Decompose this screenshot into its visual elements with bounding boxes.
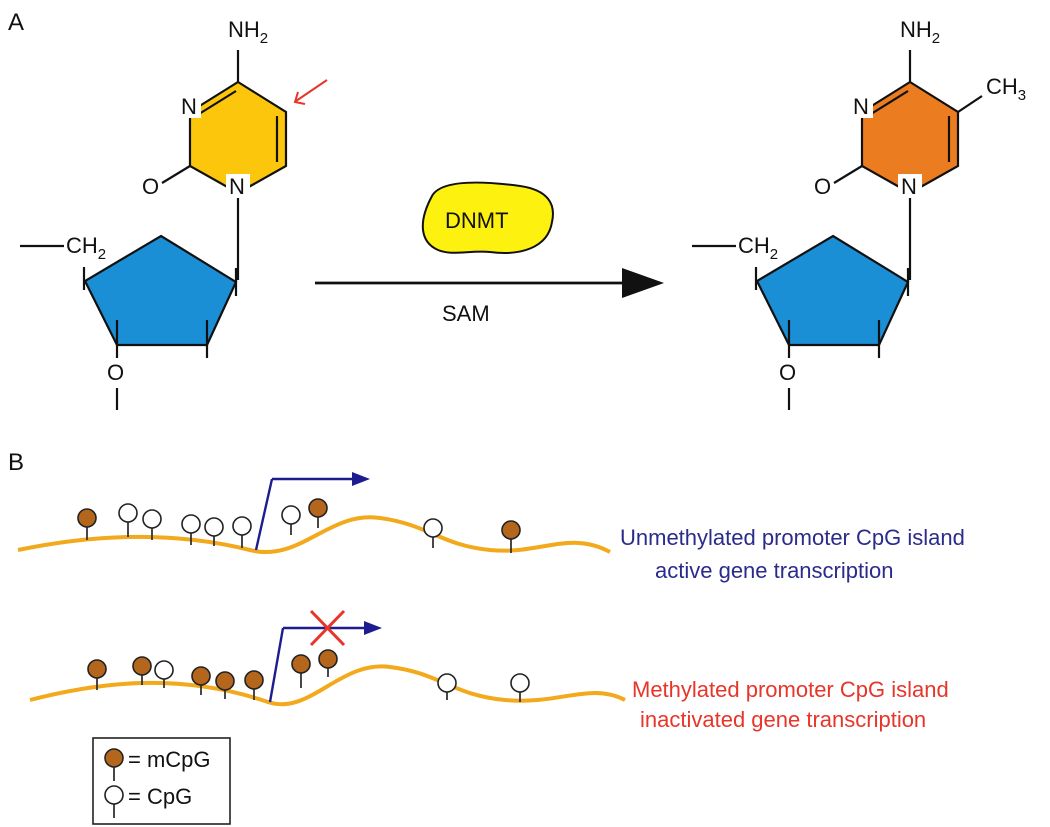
methyl-group-label: CH3: [986, 74, 1026, 104]
ch2-label: CH2: [66, 233, 106, 263]
legend: = mCpG = CpG: [92, 737, 231, 825]
methylated-cpg-site: [291, 654, 311, 688]
transcription-blocked-x-icon: [309, 609, 346, 647]
methylated-cpg-site: [77, 508, 97, 540]
ring-nitrogen-top: N: [181, 94, 197, 119]
bottom-caption-line1: Methylated promoter CpG island: [632, 677, 949, 702]
cytosine-nucleotide: NH2 N N O CH2 O: [20, 17, 328, 410]
panel-a-label: A: [8, 9, 24, 36]
methylated-cpg-site: [215, 671, 235, 699]
transcription-start-stem: [254, 478, 274, 551]
sugar-oxygen: O: [107, 360, 124, 385]
methylcytosine-nucleotide: NH2 CH3 N N O CH2 O: [692, 17, 1026, 410]
amine-label: NH2: [228, 17, 268, 47]
methylated-cpg-site: [132, 656, 152, 685]
unmethylated-cpg-site: [437, 673, 457, 700]
carbonyl-oxygen: O: [814, 174, 831, 199]
methylated-cpg-site: [318, 649, 338, 677]
unmethylated-cpg-site: [142, 509, 162, 540]
cpg-site-group: [77, 498, 521, 553]
methylation-site-arrow: [295, 79, 328, 102]
bottom-caption-line2: inactivated gene transcription: [640, 707, 926, 732]
unmethylated-promoter-row: Unmethylated promoter CpG island active …: [17, 472, 965, 583]
unmethylated-cpg-site: [154, 660, 174, 688]
carbonyl-oxygen: O: [142, 174, 159, 199]
unmethylated-cpg-site: [281, 505, 301, 535]
reaction-arrow-head: [622, 268, 664, 298]
sam-label: SAM: [442, 301, 490, 326]
methylated-cpg-site: [501, 520, 521, 553]
methylation-site-arrowhead: [293, 91, 306, 105]
sugar-oxygen: O: [779, 360, 796, 385]
ring-nitrogen-bottom: N: [229, 174, 245, 199]
unmethylated-cpg-site: [204, 517, 224, 546]
transcription-start-stem: [268, 627, 285, 703]
transcription-arrow-head: [364, 621, 382, 635]
methylation-reaction: DNMT SAM: [315, 181, 664, 326]
unmethylated-cpg-site: [118, 503, 138, 537]
deoxyribose-sugar: [83, 234, 238, 347]
methylated-promoter-row: Methylated promoter CpG island inactivat…: [29, 609, 949, 732]
unmethylated-cpg-legend-icon: [104, 785, 124, 818]
unmethylated-cpg-site: [181, 514, 201, 545]
unmethylated-cpg-site: [423, 518, 443, 548]
methylated-cpg-site: [308, 498, 328, 528]
dna-strand: [17, 515, 611, 554]
legend-cpg-label: = CpG: [128, 784, 192, 809]
transcription-arrow-head: [352, 472, 370, 486]
unmethylated-cpg-site: [510, 673, 530, 702]
amine-label: NH2: [900, 17, 940, 47]
dna-strand: [29, 664, 626, 707]
legend-mcpg-label: = mCpG: [128, 747, 211, 772]
ch2-label: CH2: [738, 233, 778, 263]
methylated-cpg-site: [191, 666, 211, 695]
dnmt-label: DNMT: [445, 208, 509, 233]
methylated-cpg-legend-icon: [104, 748, 124, 781]
deoxyribose-sugar: [755, 234, 910, 347]
ring-nitrogen-bottom: N: [901, 174, 917, 199]
top-caption-line1: Unmethylated promoter CpG island: [620, 525, 965, 550]
panel-b-label: B: [8, 449, 24, 476]
unmethylated-cpg-site: [232, 516, 252, 548]
methylated-cpg-site: [244, 670, 264, 700]
top-caption-line2: active gene transcription: [655, 558, 893, 583]
ring-nitrogen-top: N: [853, 94, 869, 119]
methylated-cpg-site: [87, 659, 107, 690]
cpg-site-group: [87, 649, 530, 702]
dnmt-enzyme-blob: [421, 181, 554, 254]
